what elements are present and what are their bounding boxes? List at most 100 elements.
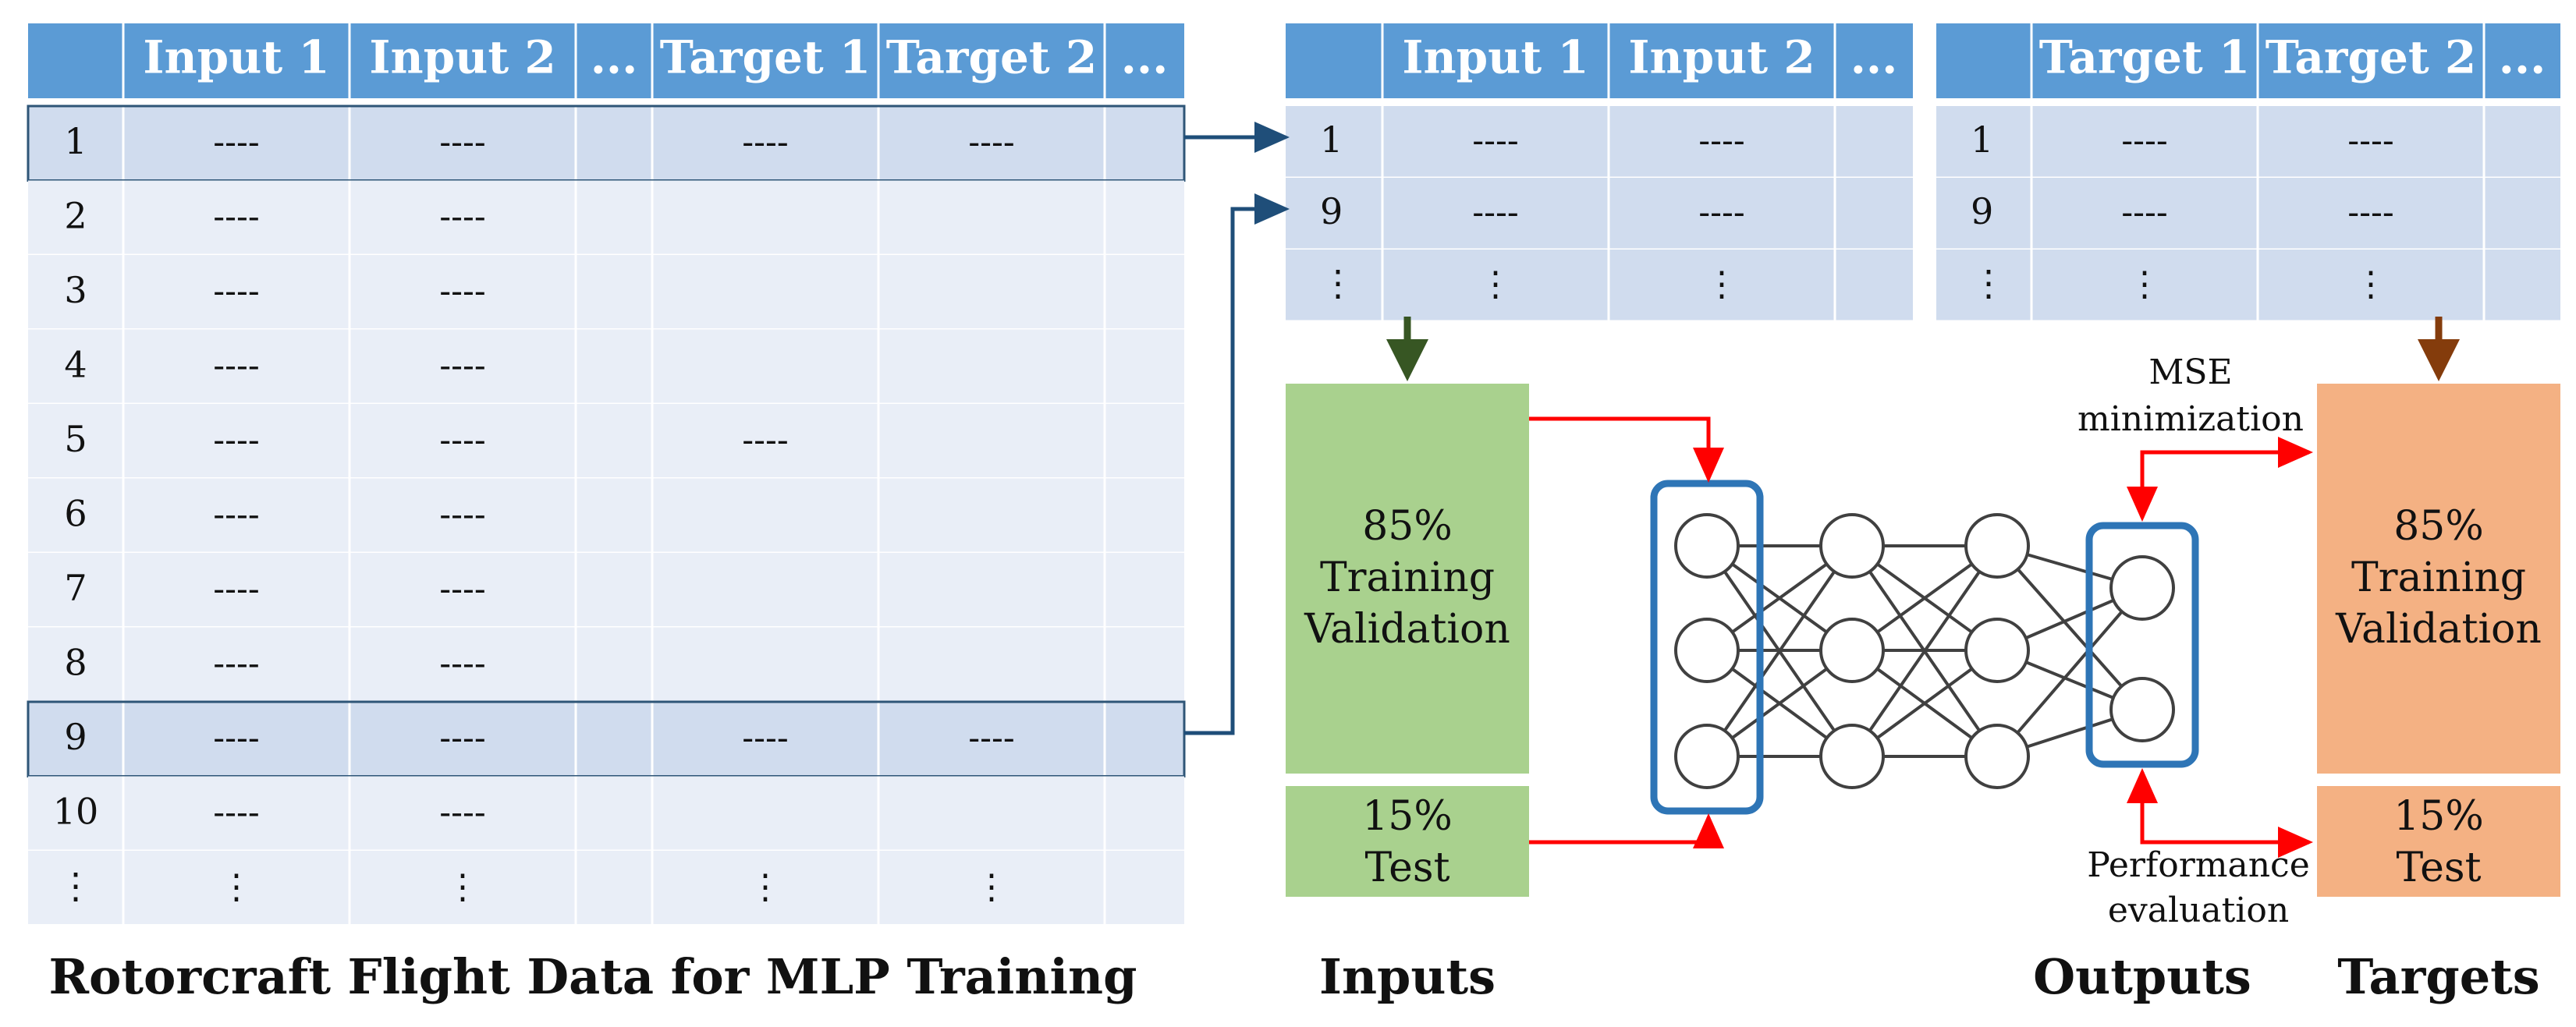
main_table-cell: 1: [64, 120, 87, 162]
main_table-cell: ----: [213, 346, 259, 386]
main_table-header-cell: ...: [591, 30, 638, 83]
targets_table-header-cell: Target 1: [2039, 30, 2251, 83]
main_table-cell: ----: [439, 495, 485, 535]
targets-training-validation-box: [2317, 384, 2560, 774]
main_table-cell: ----: [968, 122, 1014, 162]
inputs_table-header-cell: ...: [1850, 30, 1898, 83]
targets_table-cell: ⋮: [1971, 262, 2007, 304]
output-layer-box: [2085, 522, 2199, 768]
main_table-row: [28, 627, 1184, 702]
main_table-cell: ----: [742, 420, 788, 460]
train-to-network-arrow: [1529, 416, 1724, 483]
input-layer-box: [1650, 480, 1764, 815]
main_table-cell: ----: [439, 793, 485, 833]
main_table-header-cell: Target 1: [660, 30, 871, 83]
test-to-network-arrow: [1529, 813, 1724, 848]
targets_table-cell: 9: [1971, 190, 1993, 232]
targets_table-cell: ⋮: [2127, 264, 2162, 304]
main_table-cell: ⋮: [974, 867, 1009, 907]
main_table-cell: ----: [742, 718, 788, 758]
main_table-cell: ----: [213, 495, 259, 535]
mse-label-line1: MSE: [2148, 352, 2232, 392]
main_table-row: [28, 329, 1184, 404]
targets-caption: Targets: [2337, 948, 2539, 1005]
main_table-header-bar: [28, 23, 1184, 98]
targets_table-cell: ----: [2347, 193, 2393, 232]
network-edge: [1996, 544, 2144, 711]
targets_table-row: [1936, 106, 2560, 178]
main_table-cell: ----: [439, 197, 485, 237]
network-node: [1819, 618, 1885, 683]
perf-arrow-to-output: [2127, 768, 2262, 845]
inputs-test-percent: 15%: [1362, 793, 1453, 840]
main_table-cell: ⋮: [445, 867, 480, 907]
network-node: [1819, 513, 1885, 579]
network-edge: [1705, 544, 1854, 758]
perf-label-line2: evaluation: [2108, 891, 2289, 930]
main_table-cell: ----: [968, 718, 1014, 758]
targets_table-cell: 1: [1971, 119, 1993, 161]
main_table-cell: 6: [64, 493, 87, 535]
targets_table-header-cell: ...: [2499, 30, 2546, 83]
inputs_table-cell: ----: [1698, 121, 1744, 161]
inputs_table-cell: ----: [1472, 121, 1518, 161]
inputs-test-label: Test: [1364, 845, 1449, 891]
network-node: [2109, 555, 2175, 621]
main_table-row: [28, 851, 1184, 926]
inputs_table-row: [1286, 250, 1913, 321]
main_table-cell: ----: [439, 420, 485, 460]
main_table-cell: ----: [439, 271, 485, 311]
inputs_table-row: [1286, 106, 1913, 178]
main_table-header-cell: Target 2: [886, 30, 1098, 83]
targets_table-header-cell: Target 2: [2266, 30, 2477, 83]
mlp-network: [1674, 513, 2175, 789]
main_table-cell: 7: [64, 567, 87, 609]
main_table-cell: 5: [64, 418, 87, 460]
main_table-cell: ----: [213, 271, 259, 311]
network-node: [1674, 724, 1740, 789]
inputs_table-cell: ⋮: [1705, 264, 1739, 304]
inputs_table-row: [1286, 178, 1913, 250]
mse-arrow-to-output: [2127, 450, 2262, 522]
main_table-cell: ----: [742, 122, 788, 162]
targets-train-percent: 85%: [2393, 503, 2484, 550]
row9-arrow: [1184, 193, 1290, 735]
network-edge: [1996, 586, 2144, 758]
inputs_table-cell: ----: [1698, 193, 1744, 232]
main_table-cell: 10: [53, 791, 99, 833]
main_table-cell: ----: [439, 644, 485, 684]
network-node: [1674, 513, 1740, 579]
inputs_table-cell: 1: [1320, 119, 1343, 161]
targets_table-cell: ----: [2121, 121, 2167, 161]
main_table-cell: ----: [213, 197, 259, 237]
main_table-row: [28, 776, 1184, 851]
targets-test-percent: 15%: [2393, 793, 2484, 840]
mse-label-line2: minimization: [2077, 399, 2304, 439]
main_table-header-cell: Input 1: [143, 30, 329, 83]
inputs_table-cell: ⋮: [1478, 264, 1513, 304]
targets_table-row: [1936, 178, 2560, 250]
targets_table-cell: ----: [2347, 121, 2393, 161]
targets-validation-label: Validation: [2335, 606, 2542, 653]
inputs-caption: Inputs: [1319, 948, 1496, 1005]
main_table-cell: ----: [439, 718, 485, 758]
network-edge: [1850, 544, 1999, 758]
inputs-test-box: [1286, 786, 1529, 897]
main_table-cell: ----: [213, 718, 259, 758]
main_table-cell: ----: [213, 420, 259, 460]
inputs_table-cell: ----: [1472, 193, 1518, 232]
main_table-cell: ⋮: [58, 865, 94, 907]
inputs_table-cell: ⋮: [1320, 262, 1356, 304]
inputs_table-header-bar: [1286, 23, 1913, 98]
network-node: [1964, 618, 2030, 683]
main_table-header-cell: ...: [1121, 30, 1169, 83]
main_table-cell: ⋮: [219, 867, 254, 907]
targets_table-header-bar: [1936, 23, 2560, 98]
main_table-cell: ----: [213, 793, 259, 833]
network-node: [1964, 724, 2030, 789]
main_table-row: [28, 478, 1184, 553]
